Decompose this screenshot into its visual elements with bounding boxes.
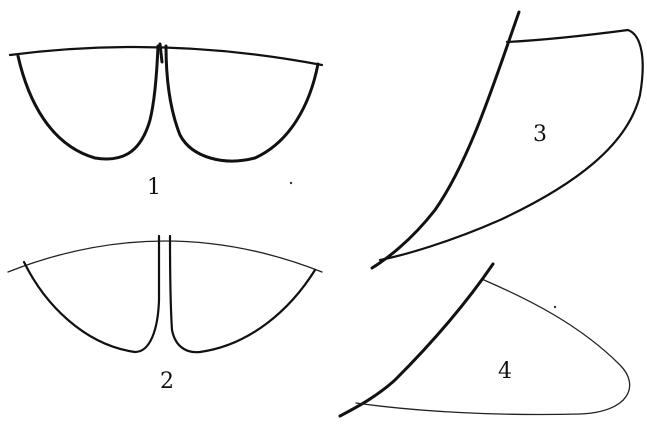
figure-4: 4: [340, 264, 630, 416]
figure-4-outline: [356, 280, 630, 415]
figure-1-midline: [160, 44, 162, 62]
figure-2-top-margin: [8, 241, 322, 272]
speck: [290, 182, 292, 184]
figure-3-leading-edge: [372, 12, 519, 268]
figure-3-outline: [380, 30, 643, 260]
figure-3: 3: [372, 12, 643, 268]
figure-1: 1: [10, 44, 322, 200]
figure-1-right-lobe: [166, 46, 318, 161]
figure-3-label: 3: [533, 122, 547, 147]
figure-4-leading-edge: [340, 264, 493, 416]
figure-2: 2: [8, 236, 322, 394]
figure-1-label: 1: [147, 175, 161, 200]
figure-2-label: 2: [160, 369, 174, 394]
figure-4-label: 4: [498, 359, 512, 384]
speck: [554, 306, 556, 308]
figure-1-left-lobe: [18, 46, 158, 159]
figure-2-right-lobe: [170, 236, 315, 352]
figure-2-left-lobe: [24, 236, 159, 352]
